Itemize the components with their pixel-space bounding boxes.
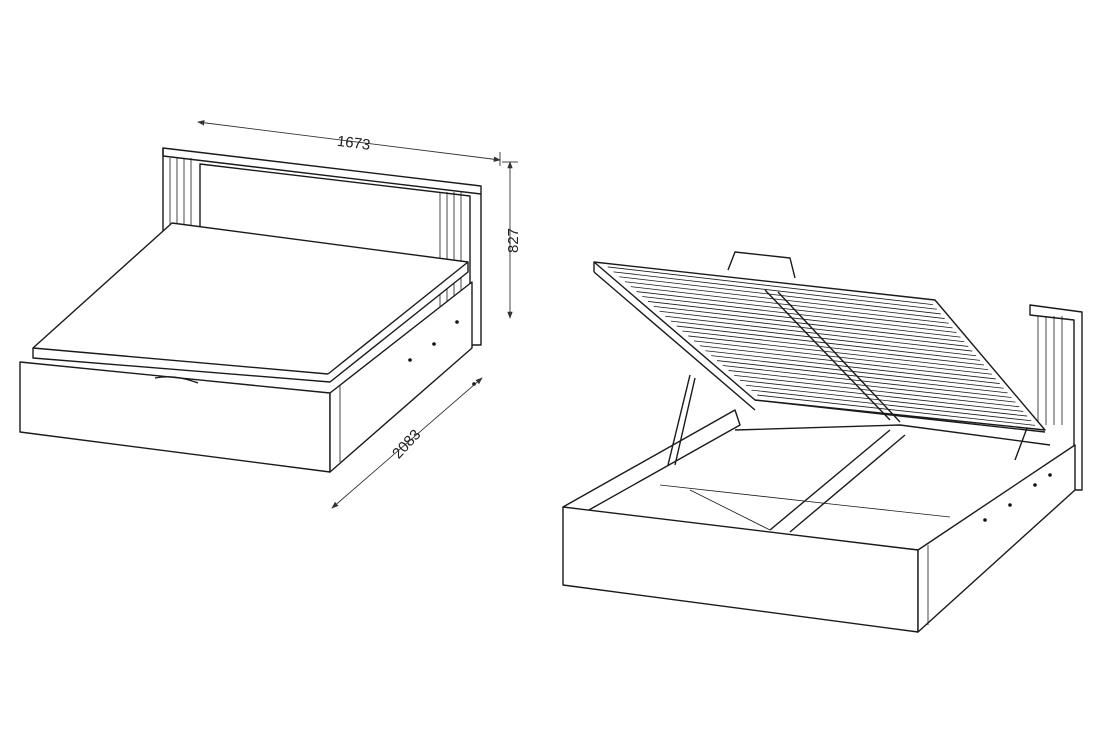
bed-slat (665, 315, 973, 352)
bed-slat (619, 276, 941, 315)
bed-slat (659, 310, 969, 347)
gas-strut-left (667, 374, 691, 466)
bed-slat (607, 266, 933, 306)
bed-slat (699, 345, 996, 380)
dimension-width: 1673 (197, 120, 501, 166)
bed-slat (751, 389, 1032, 422)
dimension-height: 827 (502, 161, 522, 319)
lift-handle (154, 376, 199, 384)
bed-slat (757, 394, 1036, 426)
bed-slat (728, 370, 1016, 403)
bed-slat (739, 379, 1024, 412)
bed-slat (688, 335, 988, 371)
closed-bed-view: 1673 827 2083 (19, 120, 522, 509)
width-label: 1673 (336, 133, 371, 154)
bed-slat (613, 271, 937, 310)
bed-slat (711, 355, 1004, 389)
base-front-panel-open (562, 506, 919, 633)
bed-slat (705, 350, 1000, 384)
length-label: 2083 (389, 426, 424, 462)
bed-slat (745, 384, 1028, 417)
bed-slat (670, 320, 977, 357)
open-bed-view (562, 251, 1083, 633)
bed-slat (676, 325, 981, 361)
bed-slat (716, 360, 1008, 394)
bed-slat (734, 374, 1020, 408)
height-label: 827 (505, 228, 522, 253)
bed-slat (682, 330, 985, 366)
bed-slat (693, 340, 992, 375)
lid-handle (727, 251, 796, 279)
mattress (32, 222, 469, 383)
bed-slat (722, 365, 1012, 398)
